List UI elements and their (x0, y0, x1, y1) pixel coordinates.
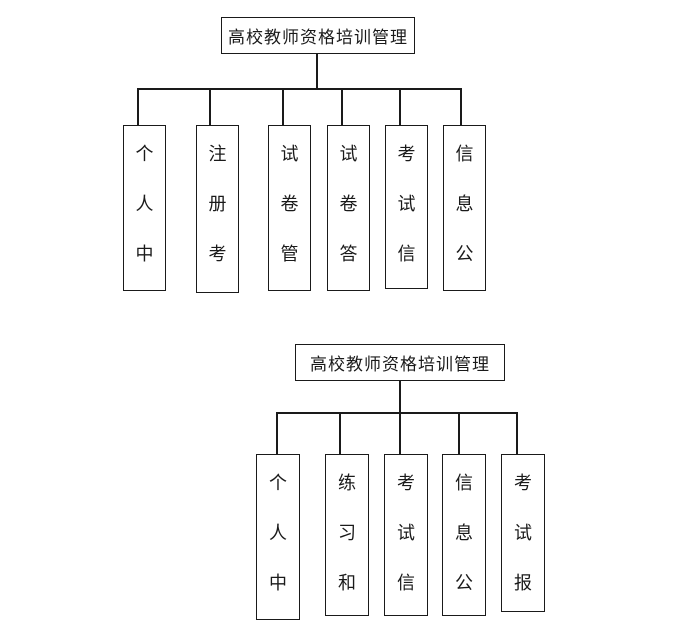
leaf-char: 公 (455, 573, 473, 594)
leaf-char: 册 (208, 194, 227, 215)
leaf-char: 管 (280, 244, 299, 265)
diagram2-branch-5 (516, 412, 518, 455)
diagram1-branch-4 (341, 88, 343, 126)
leaf-char: 公 (455, 244, 474, 265)
leaf-char: 注 (208, 144, 227, 165)
diagram2-root-stem (399, 381, 401, 413)
diagram2-root-label: 高校教师资格培训管理 (310, 355, 490, 375)
diagram2-branch-2 (339, 412, 341, 455)
diagram2-branch-4 (458, 412, 460, 455)
diagram1-branch-6 (460, 88, 462, 126)
leaf-char: 试 (397, 194, 416, 215)
diagram2-root-box: 高校教师资格培训管理 (295, 344, 505, 381)
leaf-char: 卷 (280, 194, 299, 215)
diagram2-branch-3 (399, 412, 401, 455)
diagram1-leaf-6: 信 息 公 (443, 125, 486, 291)
diagram1-root-stem (316, 54, 318, 89)
diagram2-leaf-2: 练 习 和 (325, 454, 369, 616)
leaf-char: 中 (135, 244, 154, 265)
leaf-char: 信 (397, 573, 415, 594)
leaf-char: 人 (269, 523, 287, 544)
diagram1-branch-1 (137, 88, 139, 126)
leaf-char: 考 (397, 473, 415, 494)
diagram1-branch-3 (282, 88, 284, 126)
leaf-char: 个 (269, 473, 287, 494)
leaf-char: 习 (338, 523, 356, 544)
diagram2-leaf-5: 考 试 报 (501, 454, 545, 612)
diagram1-root-box: 高校教师资格培训管理 (221, 17, 415, 54)
leaf-char: 答 (339, 244, 358, 265)
leaf-char: 考 (397, 144, 416, 165)
leaf-char: 和 (338, 573, 356, 594)
diagram1-bus (137, 88, 461, 90)
leaf-char: 人 (135, 194, 154, 215)
diagram2-leaf-4: 信 息 公 (442, 454, 486, 616)
diagram1-leaf-3: 试 卷 管 (268, 125, 311, 291)
diagram2-leaf-1: 个 人 中 (256, 454, 300, 620)
leaf-char: 练 (338, 473, 356, 494)
leaf-char: 中 (269, 573, 287, 594)
leaf-char: 试 (514, 523, 532, 544)
diagram2-bus (276, 412, 517, 414)
leaf-char: 信 (455, 473, 473, 494)
leaf-char: 个 (135, 144, 154, 165)
leaf-char: 卷 (339, 194, 358, 215)
diagram2-branch-1 (276, 412, 278, 455)
leaf-char: 试 (339, 144, 358, 165)
diagram1-leaf-1: 个 人 中 (123, 125, 166, 291)
diagram2-leaf-3: 考 试 信 (384, 454, 428, 616)
leaf-char: 考 (208, 244, 227, 265)
leaf-char: 试 (280, 144, 299, 165)
diagram1-root-label: 高校教师资格培训管理 (228, 28, 408, 48)
leaf-char: 信 (397, 244, 416, 265)
leaf-char: 报 (514, 573, 532, 594)
diagram1-leaf-2: 注 册 考 (196, 125, 239, 293)
leaf-char: 息 (455, 194, 474, 215)
diagram1-branch-5 (399, 88, 401, 126)
diagram1-branch-2 (209, 88, 211, 126)
leaf-char: 息 (455, 523, 473, 544)
diagram1-leaf-4: 试 卷 答 (327, 125, 370, 291)
leaf-char: 信 (455, 144, 474, 165)
leaf-char: 试 (397, 523, 415, 544)
diagram1-leaf-5: 考 试 信 (385, 125, 428, 289)
leaf-char: 考 (514, 473, 532, 494)
